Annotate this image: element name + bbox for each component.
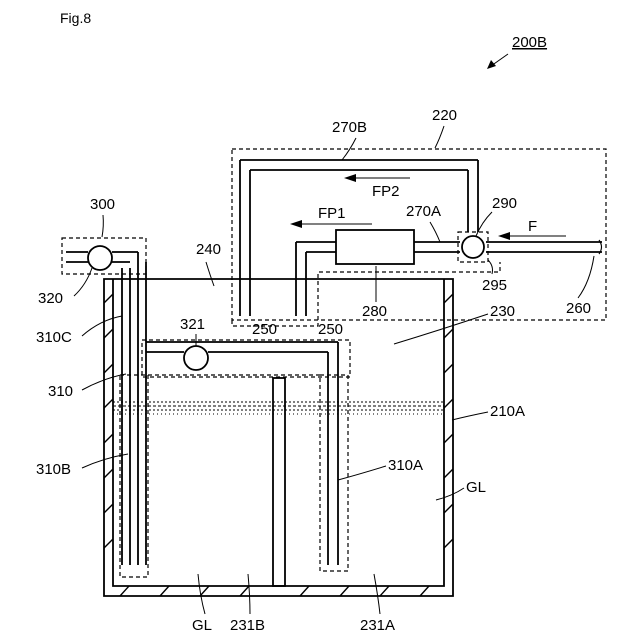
leader-230 — [394, 314, 488, 344]
right-wall-hatch — [444, 294, 453, 548]
tank-inner-wall — [113, 279, 444, 586]
label-FP1: FP1 — [318, 205, 346, 222]
label-GL-bottom: GL — [192, 617, 212, 634]
label-310B: 310B — [36, 461, 71, 478]
leader-310C — [82, 316, 122, 336]
label-321: 321 — [180, 316, 205, 333]
assembly-arrow — [487, 54, 508, 69]
region-321-boundary — [142, 340, 350, 377]
label-210A: 210A — [490, 403, 525, 420]
region-310B-boundary — [120, 375, 148, 577]
label-200B: 200B — [512, 34, 547, 51]
label-270A: 270A — [406, 203, 441, 220]
filter-280 — [336, 230, 414, 264]
leader-270A — [430, 222, 440, 242]
label-320: 320 — [38, 290, 63, 307]
bottom-wall-hatch — [120, 586, 429, 596]
label-240: 240 — [196, 241, 221, 258]
unit-220-boundary — [232, 149, 606, 320]
label-231A: 231A — [360, 617, 395, 634]
label-295: 295 — [482, 277, 507, 294]
label-F: F — [528, 218, 537, 235]
label-310A: 310A — [388, 457, 423, 474]
pipe-260 — [486, 240, 602, 254]
figure-title: Fig.8 — [60, 10, 91, 26]
label-290: 290 — [492, 195, 517, 212]
valve-321 — [184, 346, 208, 370]
label-310: 310 — [48, 383, 73, 400]
partition-wall — [273, 378, 285, 586]
label-250-left: 250 — [252, 321, 277, 338]
liquid-level — [113, 402, 444, 414]
region-310A-boundary — [320, 375, 348, 571]
leader-220 — [435, 126, 444, 148]
leader-231A — [374, 574, 380, 614]
label-250-right: 250 — [318, 321, 343, 338]
label-230: 230 — [490, 303, 515, 320]
leader-310A — [338, 466, 386, 480]
valve-320 — [88, 246, 112, 270]
label-FP2: FP2 — [372, 183, 400, 200]
leader-210A — [452, 412, 488, 420]
label-220: 220 — [432, 107, 457, 124]
left-wall-hatch — [104, 294, 113, 548]
label-280: 280 — [362, 303, 387, 320]
label-260: 260 — [566, 300, 591, 317]
leader-231B — [248, 574, 250, 614]
leader-300 — [102, 215, 103, 237]
flow-arrow-FP2 — [344, 174, 410, 182]
label-310C: 310C — [36, 329, 72, 346]
leader-260 — [578, 256, 594, 298]
pipe-310 — [66, 252, 146, 565]
label-231B: 231B — [230, 617, 265, 634]
leader-240 — [206, 262, 214, 286]
leader-GL-right — [436, 488, 464, 500]
label-GL-right: GL — [466, 479, 486, 496]
label-300: 300 — [90, 196, 115, 213]
label-270B: 270B — [332, 119, 367, 136]
valve-290 — [462, 236, 484, 258]
leader-320 — [74, 268, 92, 296]
